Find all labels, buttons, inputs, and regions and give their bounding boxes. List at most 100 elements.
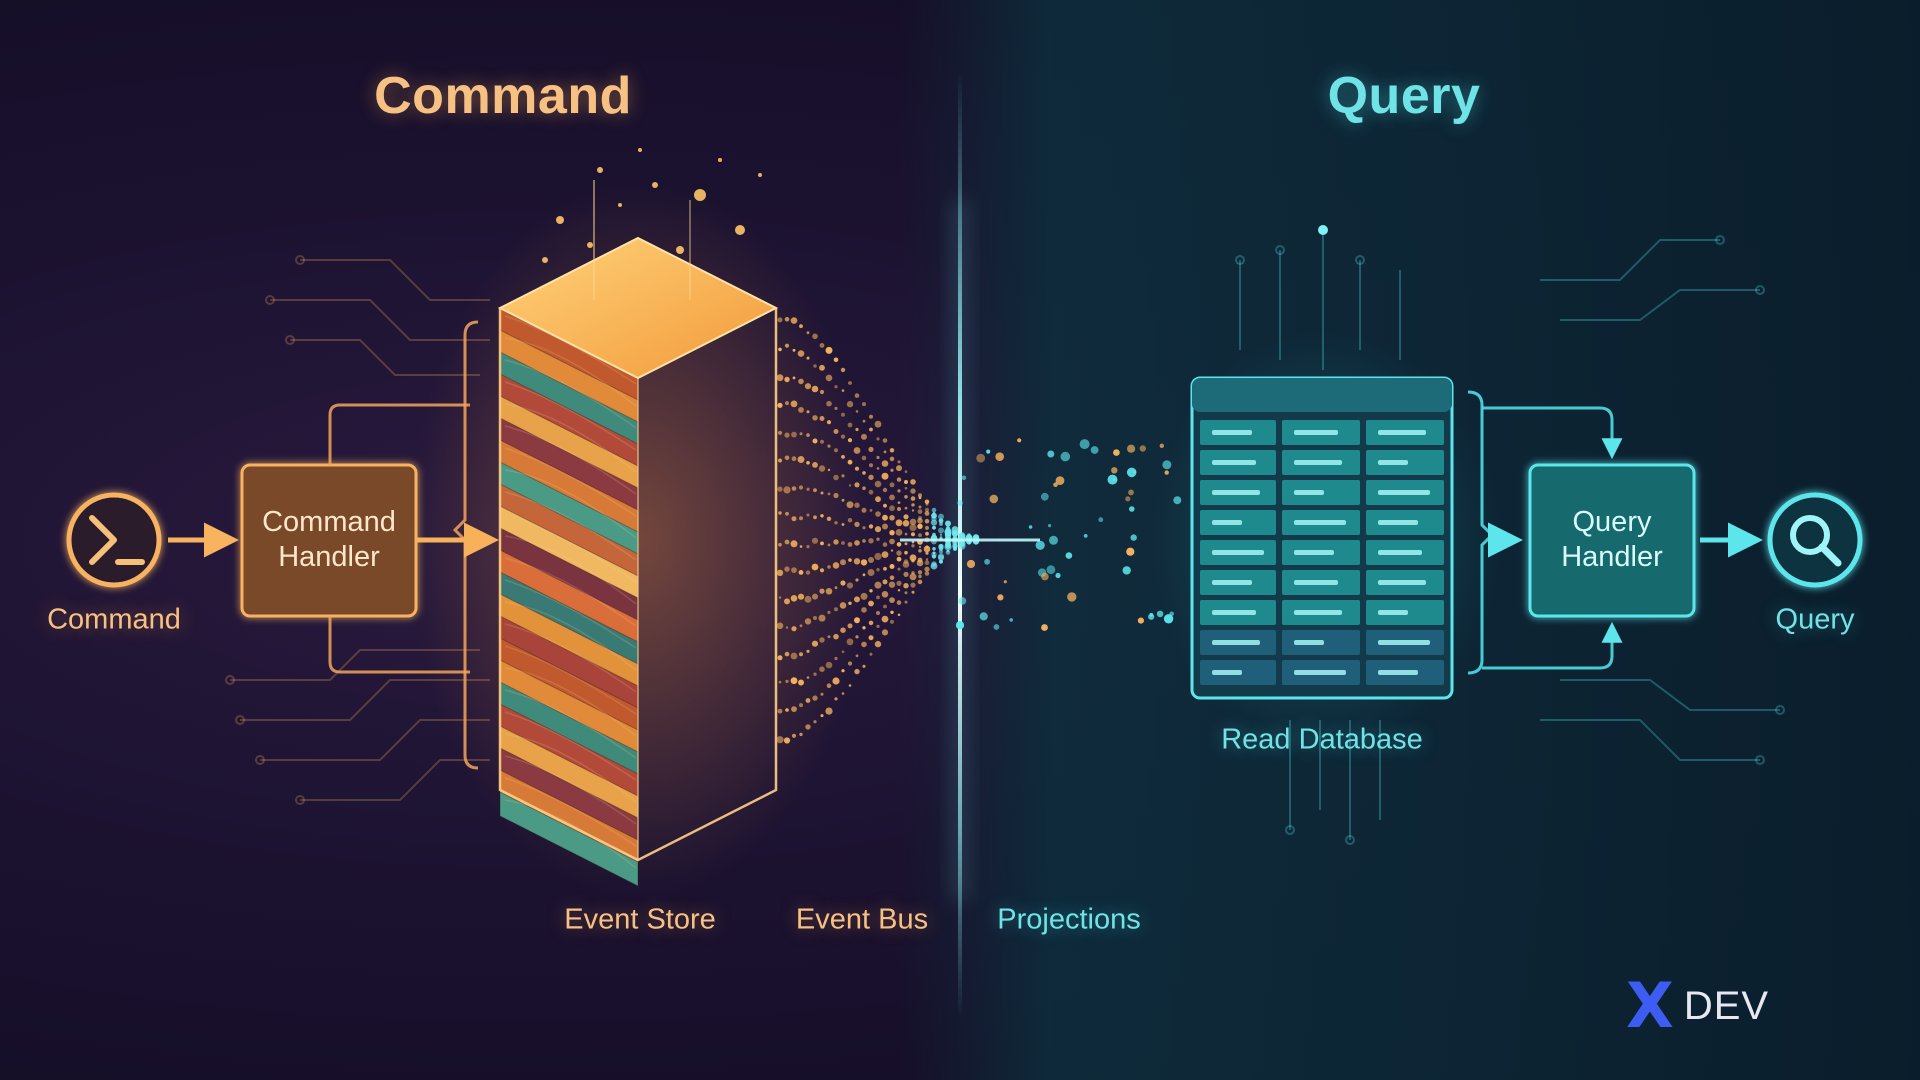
sparkle [597, 167, 603, 173]
layer-highlight [504, 337, 637, 407]
projection-particle [1129, 506, 1135, 512]
projection-particle [1125, 496, 1131, 502]
stream-particle [848, 381, 852, 385]
stream-particle [791, 486, 797, 491]
cell-value-bar [1212, 580, 1252, 585]
stream-particle [904, 532, 908, 536]
layer-highlight [504, 359, 637, 429]
stream-particle [784, 317, 790, 322]
stream-particle [862, 626, 866, 630]
stream-particle [784, 651, 790, 657]
layer-highlight [504, 381, 637, 451]
sparkle [676, 246, 684, 254]
stream-particle [897, 489, 901, 493]
stream-particle [931, 554, 937, 559]
layer-highlight [504, 711, 637, 781]
stream-particle [819, 637, 825, 643]
stream-particle [876, 537, 880, 541]
stream-particle [910, 488, 916, 494]
stream-particle [897, 613, 901, 617]
stream-particle [827, 468, 831, 472]
stream-particle [868, 620, 874, 626]
projection-particle [989, 494, 999, 504]
stream-particle [896, 542, 902, 547]
query-handler-line1: Query [1572, 506, 1652, 538]
stream-particle [897, 589, 901, 592]
stream-particle [783, 737, 791, 744]
stream-particle [897, 501, 901, 504]
stream-particle [827, 492, 831, 496]
brand-mark: X [1626, 969, 1674, 1042]
stream-particle [904, 542, 908, 546]
stream-particle [904, 591, 908, 595]
stream-particle [776, 736, 784, 744]
stream-particle [874, 581, 882, 589]
stream-particle [867, 569, 875, 576]
stream-particle [946, 549, 950, 553]
projection-particle [1126, 467, 1137, 478]
stream-particle [862, 419, 866, 423]
cell-value-bar [1378, 430, 1426, 435]
stream-particle [909, 524, 917, 532]
stream-particle [833, 633, 839, 640]
stream-particle [778, 458, 782, 463]
stream-particle [804, 383, 812, 390]
stream-particle [785, 679, 789, 684]
stream-particle [826, 683, 832, 688]
stream-particle [840, 559, 846, 566]
projection-particle [1009, 618, 1013, 622]
stream-particle [812, 438, 818, 444]
stream-particle [876, 467, 880, 470]
cell-value-bar [1212, 610, 1256, 615]
stream-particle [911, 509, 915, 512]
stream-particle [784, 455, 790, 461]
projection-particle [1079, 439, 1090, 450]
stream-particle [911, 544, 915, 548]
projection-particle [1113, 449, 1120, 456]
stream-particle [841, 455, 845, 459]
stream-particle [819, 588, 825, 594]
stream-particle [854, 521, 860, 528]
layer-highlight [504, 535, 637, 605]
stream-particle [860, 559, 868, 566]
stream-particle [924, 518, 930, 524]
layer-highlight [504, 579, 637, 649]
command-input-label: Command [47, 603, 181, 636]
stream-particle [918, 493, 922, 498]
projection-particle [997, 594, 1004, 601]
stream-particle [882, 438, 888, 443]
stream-particle [813, 515, 817, 520]
cell-value-bar [1294, 490, 1324, 495]
command-handler-label: Command Handler [262, 505, 396, 575]
cell-value-bar [1212, 550, 1264, 555]
projection-particle [979, 612, 988, 621]
trace-node [1318, 225, 1328, 235]
stream-particle [819, 364, 825, 371]
stream-particle [832, 562, 840, 569]
sparkle-particles [542, 148, 762, 300]
stream-particle [834, 697, 838, 701]
stream-particle [925, 531, 929, 536]
cell-value-bar [1378, 460, 1408, 465]
projection-particle [1139, 445, 1147, 452]
sparkle [652, 182, 658, 188]
stream-particle [896, 465, 902, 472]
stream-particle [881, 551, 889, 558]
stream-particle [897, 567, 901, 571]
layer-highlight [504, 799, 637, 869]
stream-particle [799, 545, 803, 548]
stream-particle [834, 448, 838, 453]
stream-particle [833, 429, 839, 434]
stream-particle [841, 523, 845, 526]
divider-glow [950, 200, 970, 900]
stream-particle [944, 530, 952, 537]
projection-particle [984, 558, 990, 565]
stream-particle [895, 519, 903, 527]
cell-value-bar [1378, 490, 1430, 495]
stream-particle [896, 550, 902, 556]
stream-particle [848, 558, 852, 562]
sparkle [587, 242, 593, 248]
stream-particle [833, 492, 839, 499]
stream-particle [889, 456, 895, 462]
projection-particle [1137, 617, 1144, 624]
